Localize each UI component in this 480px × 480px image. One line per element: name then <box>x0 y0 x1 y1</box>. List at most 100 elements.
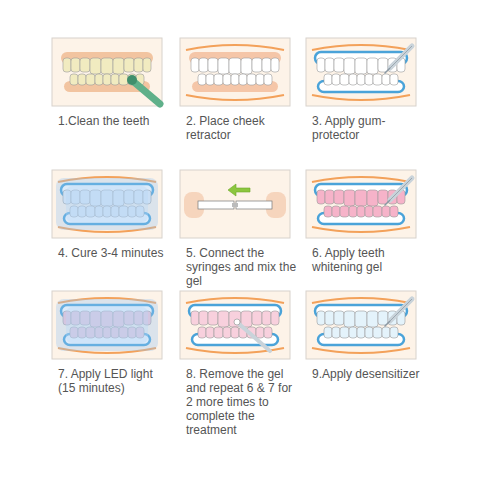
lip-line <box>312 177 410 182</box>
upper-tooth <box>271 311 279 325</box>
lower-tooth <box>198 74 206 85</box>
lip-line <box>312 298 410 303</box>
lower-tooth <box>214 74 223 85</box>
led-glow <box>66 186 148 222</box>
upper-tooth <box>367 190 378 206</box>
lower-tooth <box>390 206 398 217</box>
lower-tooth <box>256 327 264 338</box>
lower-tooth <box>373 206 382 217</box>
lip-line <box>186 95 284 100</box>
upper-tooth <box>325 190 334 204</box>
upper-tooth <box>317 58 325 72</box>
lower-tooth <box>332 327 340 338</box>
step-illustration <box>180 38 290 106</box>
lower-tooth <box>365 206 373 217</box>
step-caption: 6. Apply teeth whitening gel <box>306 246 426 274</box>
lower-tooth <box>357 206 365 217</box>
upper-tooth <box>334 190 344 204</box>
upper-tooth <box>334 311 344 325</box>
lower-tooth <box>264 74 272 85</box>
lower-tooth <box>365 327 373 338</box>
lower-tooth <box>365 74 373 85</box>
connector-cap <box>232 203 238 207</box>
gel-remover-tip <box>234 319 240 325</box>
lower-tooth <box>198 327 206 338</box>
lip-line <box>312 45 410 50</box>
panel-space <box>52 170 172 246</box>
syringe-outline <box>390 299 412 321</box>
syringe-outline <box>390 46 412 68</box>
panel-space <box>180 291 300 367</box>
upper-tooth <box>252 58 262 72</box>
lower-tooth <box>340 327 349 338</box>
lower-tooth <box>357 327 365 338</box>
upper-tooth <box>71 58 80 72</box>
lower-tooth <box>78 74 86 85</box>
upper-tooth <box>334 58 344 72</box>
panel-frame <box>52 291 162 359</box>
panel-space <box>306 291 426 367</box>
lower-tooth <box>231 74 239 85</box>
led-glow <box>66 307 148 343</box>
panel-frame <box>52 38 162 106</box>
step-panel: 6. Apply teeth whitening gel <box>306 170 426 276</box>
cleaning-head <box>127 75 137 85</box>
step-caption: 2. Place cheek retractor <box>180 114 300 142</box>
syringe-tip <box>385 200 391 206</box>
lower-tooth <box>340 74 349 85</box>
upper-tooth <box>191 58 199 72</box>
step-illustration <box>52 170 162 238</box>
lower-tooth <box>373 327 382 338</box>
upper-tooth <box>355 58 367 74</box>
lower-tooth <box>111 74 119 85</box>
step-caption: 4. Cure 3-4 minutes <box>52 246 172 260</box>
lower-tooth <box>349 74 357 85</box>
syringe-tip <box>385 68 391 74</box>
panel-frame <box>306 38 416 106</box>
upper-tooth <box>378 58 388 72</box>
panel-space <box>52 291 172 367</box>
lip-line <box>312 95 410 100</box>
step-illustration <box>52 291 162 359</box>
panel-space <box>180 38 300 114</box>
step-illustration <box>306 291 416 359</box>
step-caption: 8. Remove the gel and repeat 6 & 7 for 2… <box>180 367 300 437</box>
step-panel: 5. Connect the syringes and mix the gel <box>180 170 300 290</box>
upper-tooth <box>262 58 271 72</box>
upper-tooth <box>124 58 134 72</box>
syringe-tip <box>385 321 391 327</box>
lower-tooth <box>382 327 390 338</box>
lower-tooth <box>324 206 332 217</box>
upper-tooth <box>134 58 143 72</box>
lip-line <box>312 348 410 353</box>
panel-frame <box>180 170 290 238</box>
upper-tooth <box>90 58 101 74</box>
panel-frame <box>180 38 290 106</box>
upper-tooth <box>63 58 71 72</box>
lower-tooth <box>332 206 340 217</box>
lower-tooth <box>324 327 332 338</box>
lip-line <box>312 227 410 232</box>
lower-tooth <box>349 206 357 217</box>
lower-tooth <box>239 74 247 85</box>
upper-tooth <box>218 311 229 327</box>
step-caption: 5. Connect the syringes and mix the gel <box>180 246 300 288</box>
lower-tooth <box>382 74 390 85</box>
lower-tooth <box>206 327 214 338</box>
upper-tooth <box>191 311 199 325</box>
gel-remover <box>238 323 270 351</box>
upper-tooth <box>344 190 355 206</box>
upper-tooth <box>262 311 271 325</box>
lower-tooth <box>264 327 272 338</box>
upper-tooth <box>80 58 90 72</box>
lower-tooth <box>231 327 239 338</box>
upper-tooth <box>252 311 262 325</box>
lower-tooth <box>340 206 349 217</box>
lower-tooth <box>373 74 382 85</box>
panel-space <box>306 170 426 246</box>
step-caption: 9.Apply desensitizer <box>306 367 426 381</box>
lower-tooth <box>256 74 264 85</box>
step-caption: 3. Apply gum-protector <box>306 114 426 142</box>
upper-tooth <box>143 58 151 72</box>
